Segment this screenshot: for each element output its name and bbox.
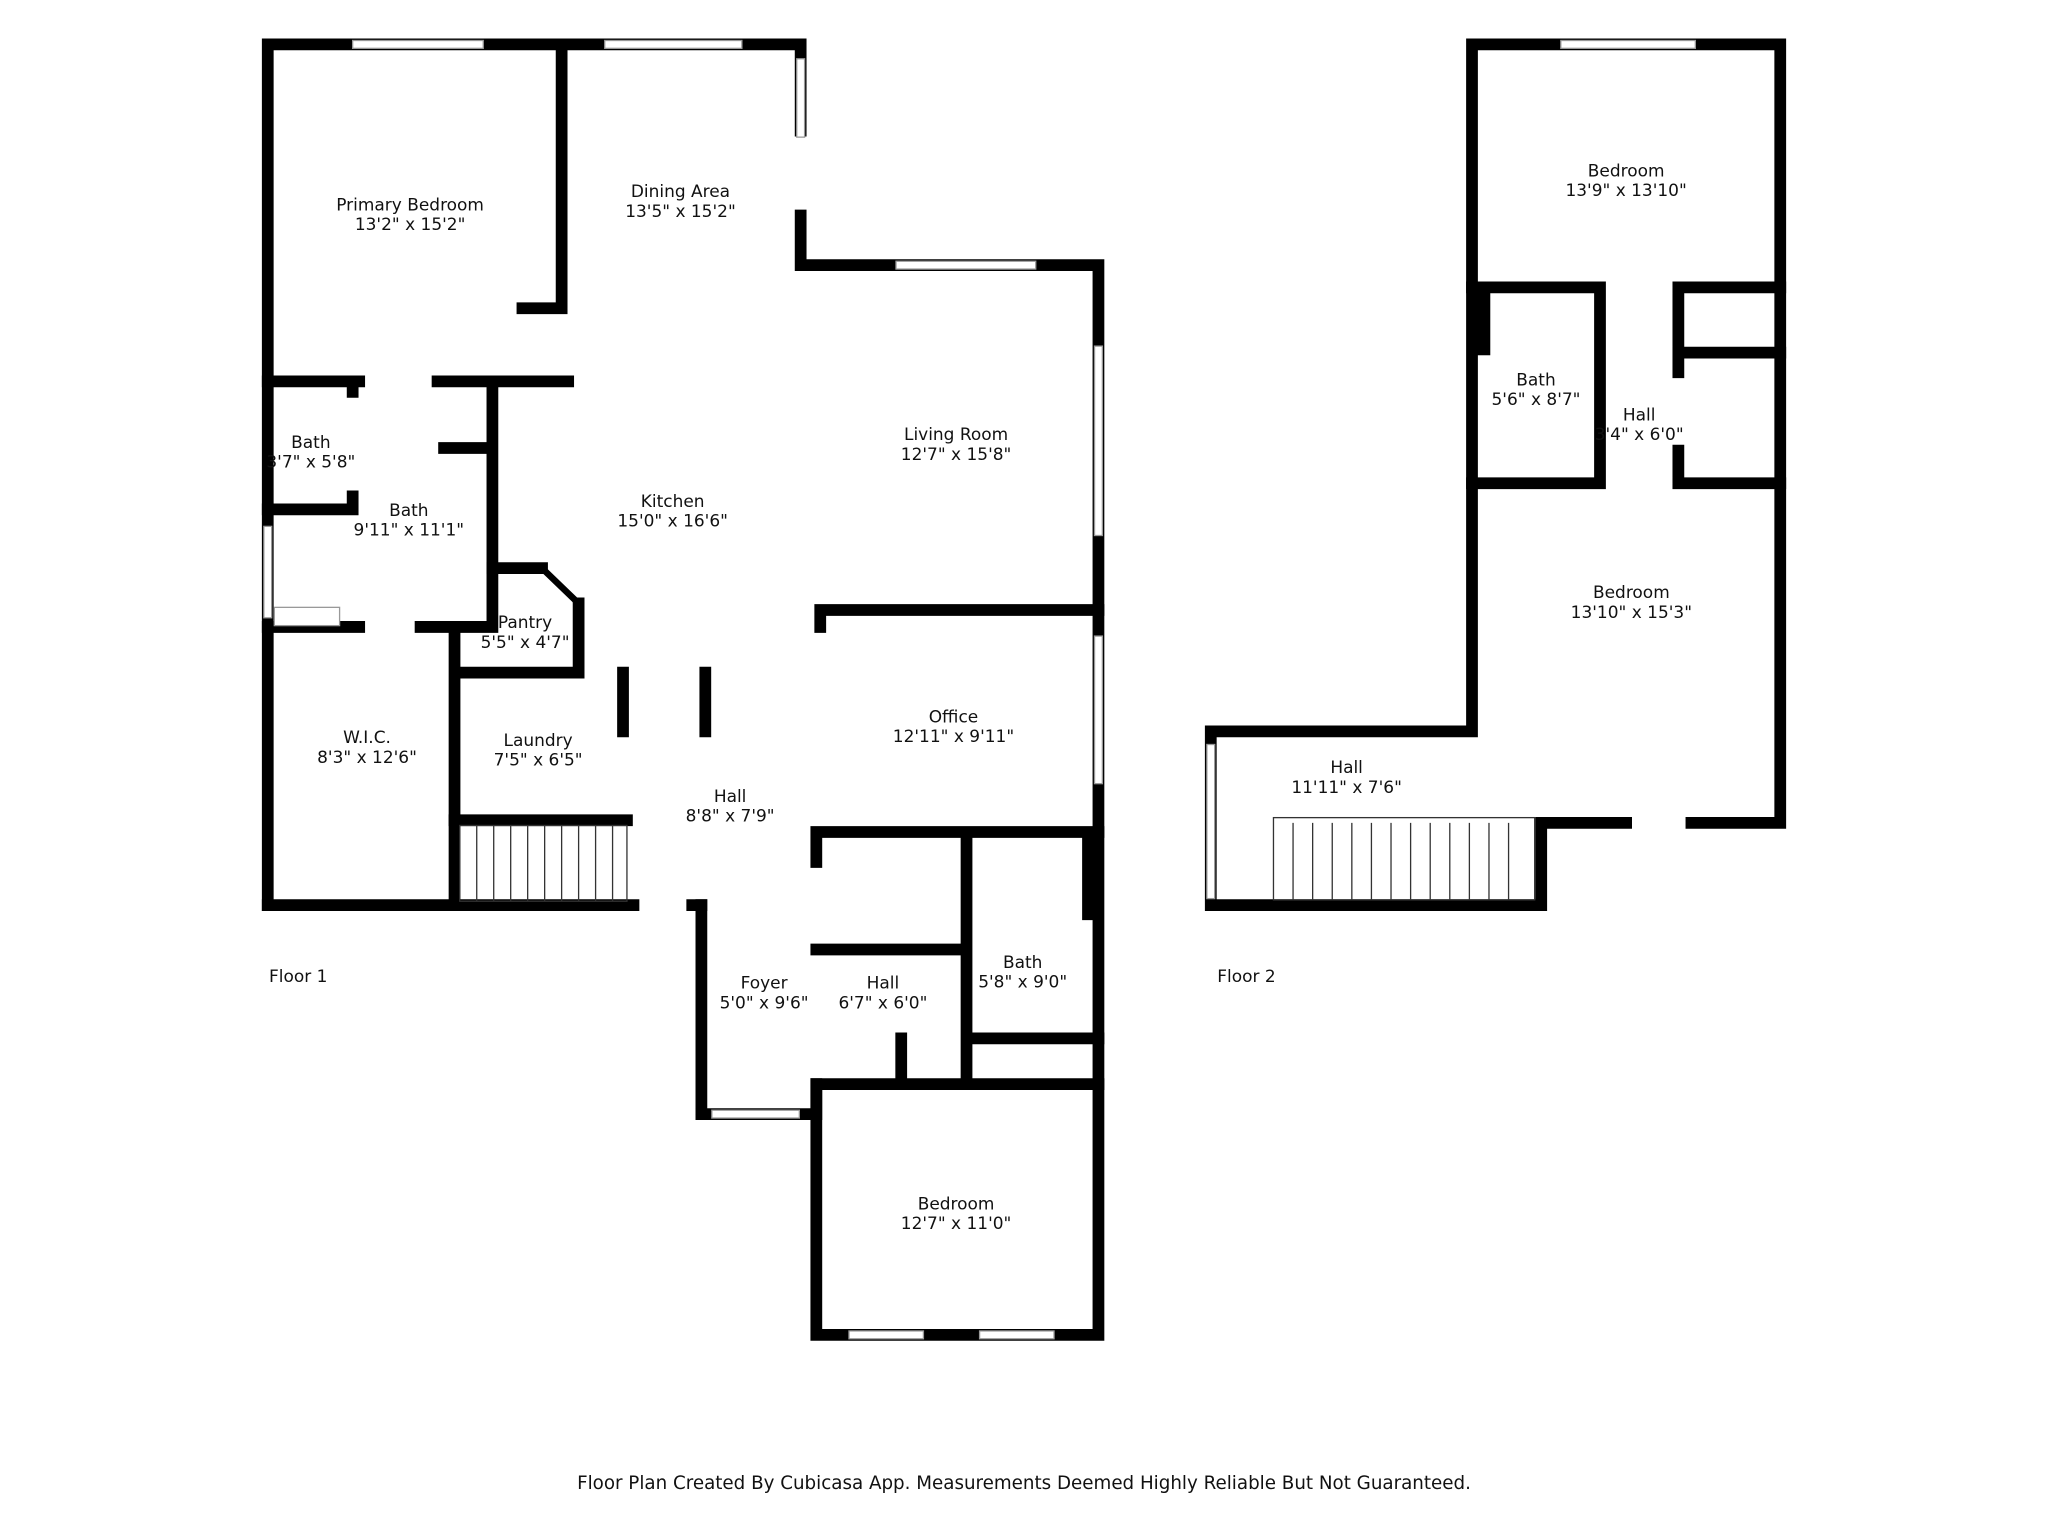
window <box>1206 743 1216 900</box>
bathtub <box>273 606 341 627</box>
window <box>978 1330 1055 1340</box>
room-size: 13'2" x 15'2" <box>355 215 466 235</box>
room-size: 15'0" x 16'6" <box>617 511 728 531</box>
room-name: Bedroom <box>1588 161 1665 181</box>
room-size: 5'5" x 4'7" <box>481 633 570 653</box>
room-size: 6'7" x 6'0" <box>838 993 927 1013</box>
door <box>711 1109 800 1119</box>
window <box>895 260 1037 270</box>
room-name: Living Room <box>904 425 1008 445</box>
room-size: 13'5" x 15'2" <box>625 202 736 222</box>
window <box>1560 39 1696 49</box>
room-name: Bedroom <box>1593 583 1670 603</box>
room-size: 8'8" x 7'9" <box>686 807 775 827</box>
staircase <box>459 824 628 902</box>
room-name: Pantry <box>498 613 552 633</box>
room-name: Hall <box>714 787 747 807</box>
room-size: 3'7" x 5'8" <box>266 453 355 473</box>
floor-1-walls <box>261 38 1105 1341</box>
room-name: Bath <box>1003 953 1042 973</box>
floor-2-labels: Bedroom 13'9" x 13'10" Bath 5'6" x 8'7" … <box>1217 161 1692 987</box>
room-name: Kitchen <box>641 492 705 512</box>
room-name: Bath <box>389 501 428 521</box>
room-name: Bedroom <box>918 1194 995 1214</box>
floor-label: Floor 2 <box>1217 967 1275 987</box>
room-name: Dining Area <box>631 182 730 202</box>
window <box>848 1330 925 1340</box>
room-size: 7'5" x 6'5" <box>494 750 583 770</box>
room-name: Hall <box>1623 406 1656 426</box>
room-size: 9'11" x 11'1" <box>354 521 465 541</box>
room-name: Office <box>929 707 979 727</box>
room-name: Primary Bedroom <box>336 195 484 215</box>
room-size: 13'10" x 15'3" <box>1571 603 1692 623</box>
room-size: 12'11" x 9'11" <box>893 727 1014 747</box>
room-name: W.I.C. <box>343 728 391 748</box>
floor-1-labels: Primary Bedroom 13'2" x 15'2" Dining Are… <box>266 182 1067 1234</box>
window <box>263 525 273 619</box>
room-size: 8'3" x 12'6" <box>317 748 417 768</box>
footer-disclaimer: Floor Plan Created By Cubicasa App. Meas… <box>577 1473 1471 1494</box>
room-size: 13'9" x 13'10" <box>1565 181 1686 201</box>
floor-2-walls <box>1204 38 1787 912</box>
window <box>796 58 806 138</box>
room-name: Laundry <box>504 731 573 751</box>
room-size: 5'8" x 9'0" <box>978 972 1067 992</box>
room-name: Hall <box>1330 758 1363 778</box>
room-size: 11'11" x 7'6" <box>1291 778 1402 798</box>
staircase <box>1272 816 1536 901</box>
room-size: 12'7" x 11'0" <box>901 1214 1012 1234</box>
room-name: Bath <box>291 433 330 453</box>
window <box>604 39 743 49</box>
floor-label: Floor 1 <box>269 967 327 987</box>
window <box>351 39 484 49</box>
room-size: 12'7" x 15'8" <box>901 445 1012 465</box>
room-name: Bath <box>1516 370 1555 390</box>
room-size: 3'4" x 6'0" <box>1595 425 1684 445</box>
room-size: 5'6" x 8'7" <box>1492 390 1581 410</box>
window <box>1093 635 1104 785</box>
room-size: 5'0" x 9'6" <box>720 993 809 1013</box>
room-name: Hall <box>867 974 900 994</box>
window <box>1093 345 1104 537</box>
room-name: Foyer <box>741 974 788 994</box>
